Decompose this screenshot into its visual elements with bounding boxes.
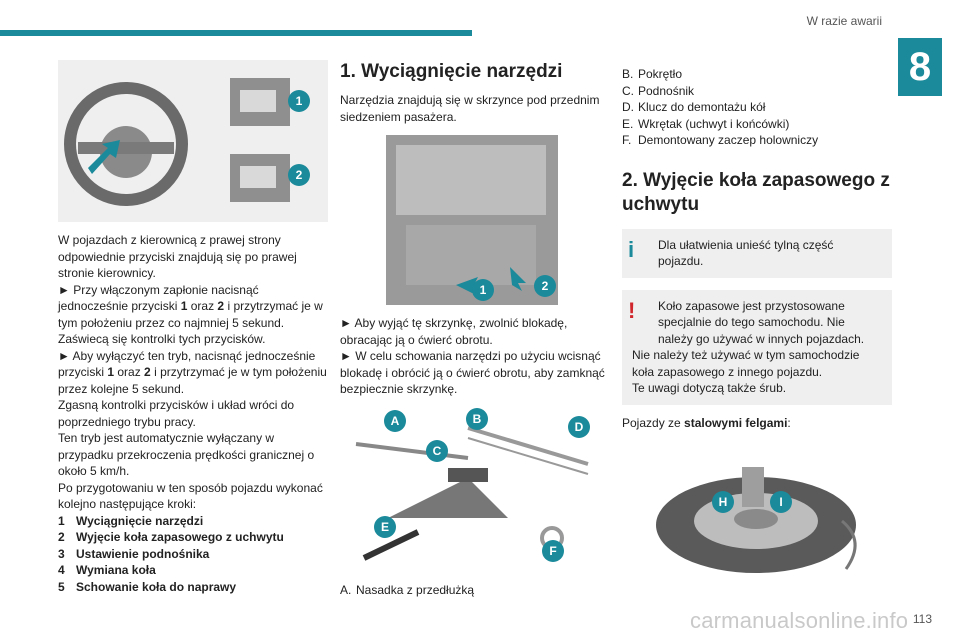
warning-text-2: Nie należy też używać w tym samochodzie …	[632, 348, 860, 379]
legend-item-d: D.Klucz do demontażu kół	[622, 100, 766, 114]
column-middle: 1. Wyciągnięcie narzędzi Narzędzia znajd…	[340, 60, 610, 598]
legend-item-b: B.Pokrętło	[622, 67, 683, 81]
figure-badge-2: 2	[288, 164, 310, 186]
paragraph-lights-off: Zgasną kontrolki przycisków i układ wróc…	[58, 398, 295, 429]
wheel-badge-i: I	[770, 491, 792, 513]
steering-wheel-figure: 1 2	[58, 60, 328, 222]
info-text: Dla ułatwienia unieść tylną część pojazd…	[658, 237, 834, 269]
section-heading-tools: 1. Wyciągnięcie narzędzi	[340, 61, 563, 82]
legend-item-a: A.Nasadka z przedłużką	[340, 582, 475, 597]
watermark: carmanualsonline.info	[690, 608, 909, 633]
figure-badge-1: 1	[288, 90, 310, 112]
tool-badge-f: F	[542, 539, 564, 562]
tools-figure: A B C D E F	[348, 407, 598, 568]
paragraph-rhd: W pojazdach z kierownicą z prawej strony…	[58, 233, 297, 280]
toolbox-figure: 1 2	[386, 135, 558, 305]
paragraph-press-buttons: ► Przy włączonym zapłonie nacisnąć jedno…	[58, 282, 323, 330]
chapter-number: 8	[898, 38, 942, 96]
legend-item-c: C.Podnośnik	[622, 83, 695, 98]
section-title: W razie awarii	[806, 14, 882, 28]
spare-wheel-figure: H I	[646, 451, 876, 581]
warning-icon: !	[628, 297, 636, 323]
tool-badge-e: E	[374, 515, 396, 538]
section-heading-spare-wheel: 2. Wyjęcie koła zapasowego z uchwytu	[622, 169, 890, 215]
tool-badge-d: D	[568, 415, 590, 438]
figure-badge-1: 1	[472, 279, 494, 301]
steering-wheel-illustration	[64, 78, 290, 206]
tool-badge-a: A	[384, 409, 406, 432]
paragraph-tools-location: Narzędzia znajdują się w skrzynce pod pr…	[340, 93, 600, 124]
figure-badge-2: 2	[534, 275, 556, 297]
spare-wheel-illustration	[656, 467, 857, 573]
paragraph-steps-intro: Po przygotowaniu w ten sposób pojazdu wy…	[58, 480, 323, 512]
tool-badge-b: B	[466, 407, 488, 430]
warning-box: ! Koło zapasowe jest przystosowane specj…	[622, 289, 892, 405]
warning-text-1: Koło zapasowe jest przystosowane specjal…	[658, 298, 865, 346]
page-number: 113	[912, 612, 932, 626]
column-left: 1 2 W pojazdach z kierownicą z prawej st…	[58, 60, 328, 595]
paragraph-store-tools: ► W celu schowania narzędzi po użyciu wc…	[340, 349, 605, 396]
legend-item-f: F.Demontowany zaczep holowniczy	[622, 133, 819, 147]
tools-illustration	[355, 425, 589, 561]
wheel-badge-h: H	[712, 491, 734, 513]
paragraph-steel-rims: Pojazdy ze stalowymi felgami:	[622, 415, 791, 430]
column-right: B.Pokrętło C.Podnośnik D.Klucz do demont…	[622, 60, 892, 581]
info-box: i Dla ułatwienia unieść tylną część poja…	[622, 228, 892, 278]
info-icon: i	[628, 236, 635, 262]
paragraph-lights-on: Zaświecą się kontrolki tych przycisków.	[58, 332, 266, 346]
tool-badge-c: C	[426, 439, 448, 462]
paragraph-remove-box: ► Aby wyjąć tę skrzynkę, zwolnić blokadę…	[340, 316, 568, 347]
legend-item-e: E.Wkrętak (uchwyt i końcówki)	[622, 116, 790, 131]
paragraph-disable: ► Aby wyłączyć ten tryb, nacisnąć jednoc…	[58, 348, 327, 396]
warning-text-3: Te uwagi dotyczą także śrub.	[632, 381, 787, 395]
toolbox-illustration	[386, 135, 558, 305]
top-accent-bar	[0, 30, 472, 36]
paragraph-auto-off: Ten tryb jest automatycznie wyłączany w …	[58, 431, 315, 478]
